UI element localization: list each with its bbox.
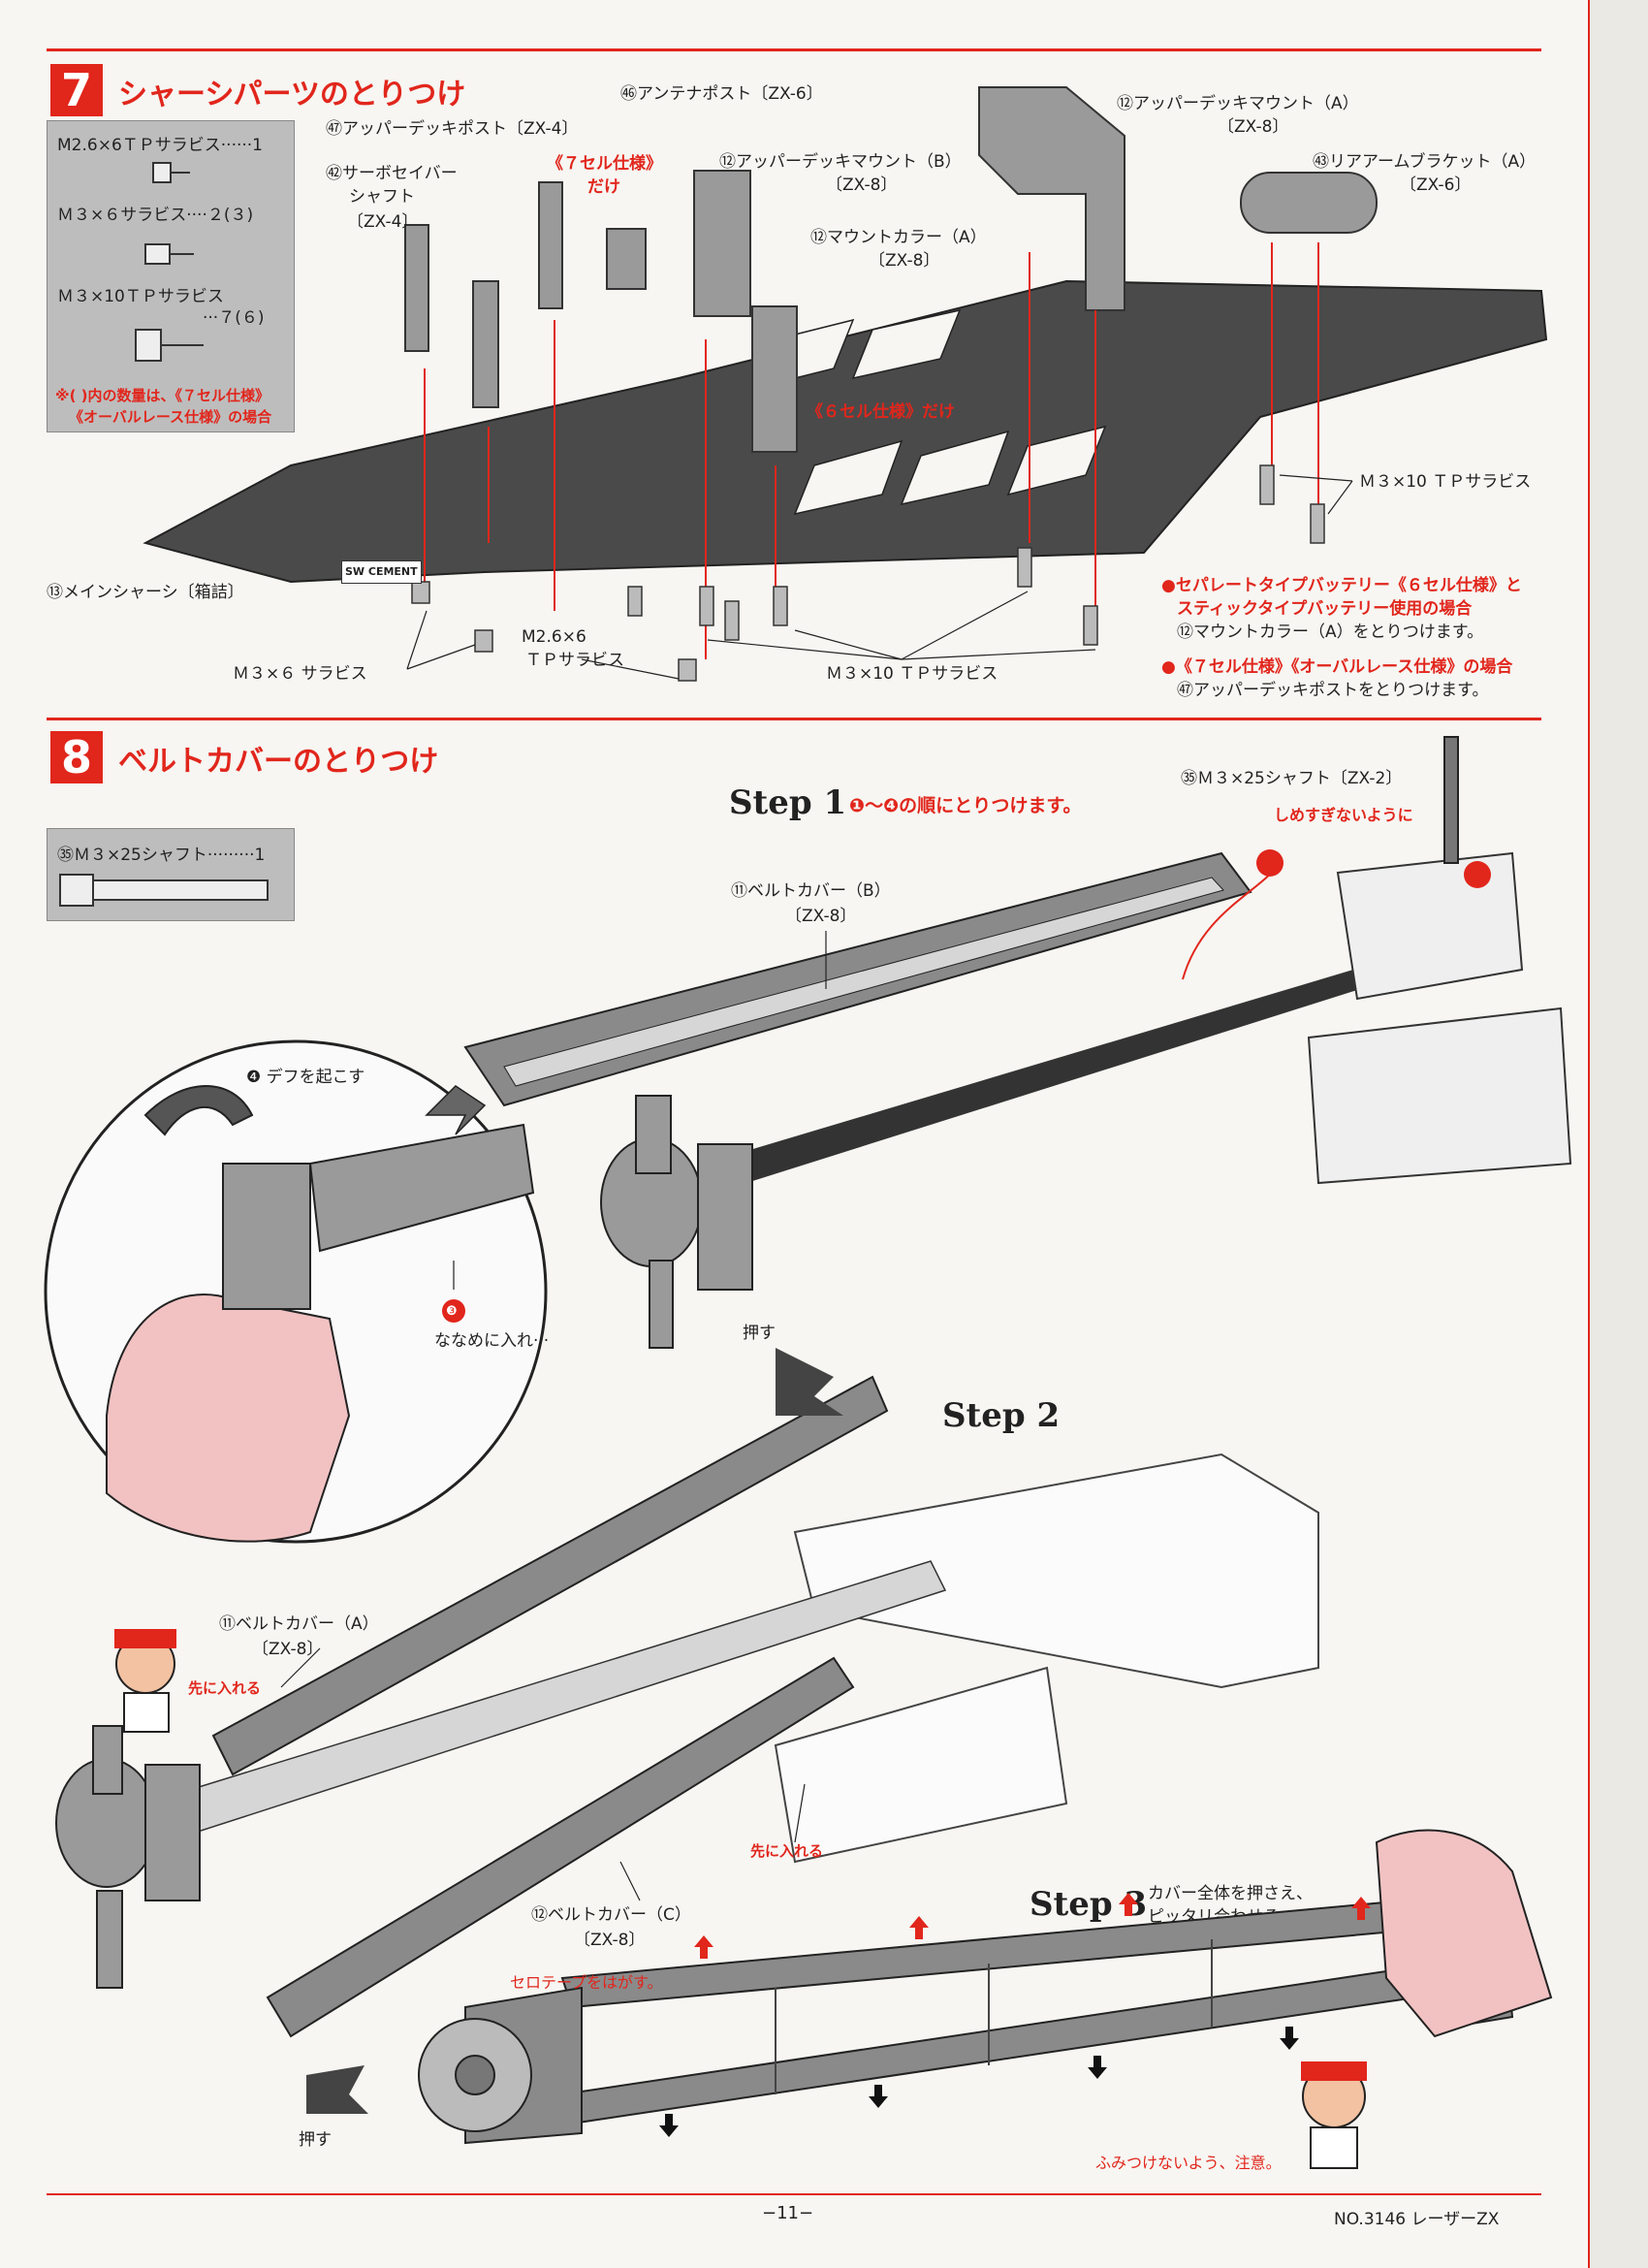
label-upper-deck-post: ㊼アッパーデッキポスト〔ZX-4〕	[326, 119, 579, 139]
label-belt-cover-b: ⑪ベルトカバー（B）	[731, 881, 891, 901]
label-six-cell: 《６セル仕様》だけ	[807, 402, 955, 422]
label-shaft-caution: しめすぎないように	[1274, 806, 1413, 824]
note-line: ⑫マウントカラー（A）をとりつけます。	[1177, 623, 1484, 642]
label-main-chassis: ⑬メインシャーシ〔箱詰〕	[47, 583, 244, 602]
model-number: NO.3146 レーザーZX	[1334, 2210, 1500, 2229]
mascot-icon	[114, 1629, 176, 1733]
label-dont-step: ふみつけないよう、注意。	[1095, 2154, 1282, 2172]
parts-item: Ｍ３×10ＴＰサラビス	[57, 287, 224, 306]
note-line: ●セパレートタイプバッテリー《６セル仕様》と	[1161, 576, 1522, 595]
label-upper-deck-mount-a: ⑫アッパーデッキマウント（A）	[1117, 94, 1359, 113]
push-arrow-icon	[306, 2065, 368, 2114]
label-diagonal: ななめに入れ···	[434, 1331, 550, 1351]
parts-item: ···７(６)	[203, 308, 265, 328]
parts-item: ㉟Ｍ３×25シャフト·········1	[57, 846, 266, 865]
step3-desc: カバー全体を押さえ、	[1148, 1884, 1313, 1903]
label-insert-first-a: 先に入れる	[188, 1679, 262, 1697]
sw-cement-tag: SW CEMENT	[341, 560, 422, 584]
hand-illustration	[106, 1294, 351, 1543]
parts-note: 《オーバルレース仕様》の場合	[69, 408, 272, 426]
section7-title: シャーシパーツのとりつけ	[118, 78, 466, 112]
label-m26x6: M2.6×6	[522, 627, 586, 647]
label-push-bottom: 押す	[299, 2130, 332, 2150]
label-belt-cover-a: ⑪ベルトカバー（A）	[219, 1614, 379, 1634]
label-push-top: 押す	[743, 1324, 776, 1343]
parts-item: Ｍ３×６サラビス····２(３)	[57, 206, 254, 225]
label-m26x6-tp: ＴＰサラビス	[525, 651, 624, 670]
note-line: ㊼アッパーデッキポストをとりつけます。	[1177, 681, 1489, 700]
label-m3x10-bottom: Ｍ３×10 ＴＰサラビス	[826, 664, 998, 684]
section7-number: 7	[50, 64, 103, 116]
label-rear-arm-bracket: ㊸リアアームブラケット（A）	[1313, 152, 1537, 172]
label-servo-saver-code: 〔ZX-4〕	[347, 212, 419, 232]
label-m3x6: Ｍ３×６ サラビス	[233, 664, 367, 684]
push-arrow-icon	[776, 1348, 843, 1416]
label-m3x10-right: Ｍ３×10 ＴＰサラビス	[1359, 472, 1532, 492]
section7-top-rule	[47, 48, 1541, 51]
label-diff-up: ❹ デフを起こす	[246, 1068, 365, 1087]
parts-note: ※( )内の数量は、《７セル仕様》	[55, 387, 270, 404]
label-step-3-number: ❸	[446, 1304, 458, 1319]
page-edge	[1588, 0, 1648, 2268]
mascot-icon	[1301, 2061, 1367, 2169]
label-upper-deck-mount-a-code: 〔ZX-8〕	[1218, 117, 1289, 137]
label-belt-cover-c: ⑫ベルトカバー（C）	[531, 1905, 691, 1925]
step2-label: Step 2	[942, 1396, 1061, 1435]
label-belt-cover-b-code: 〔ZX-8〕	[785, 907, 857, 926]
label-cello-tape: セロテープをはがす。	[510, 1973, 663, 1992]
label-seven-cell-only: だけ	[587, 177, 620, 197]
page-number: −11−	[762, 2203, 814, 2223]
section8-number: 8	[50, 731, 103, 783]
section8-top-rule	[47, 718, 1541, 720]
label-upper-deck-mount-b-code: 〔ZX-8〕	[826, 176, 898, 195]
label-seven-cell: 《７セル仕様》	[547, 154, 662, 174]
label-belt-cover-a-code: 〔ZX-8〕	[252, 1640, 324, 1659]
label-insert-first-c: 先に入れる	[750, 1842, 824, 1860]
screw-icon	[135, 162, 204, 362]
note-line: スティックタイプバッテリー使用の場合	[1177, 599, 1473, 619]
note-line: ●《７セル仕様》《オーバルレース仕様》の場合	[1161, 657, 1513, 677]
label-servo-saver-shaft: シャフト	[349, 187, 415, 207]
parts-item: M2.6×6ＴＰサラビス······1	[57, 136, 264, 155]
label-mount-collar-code: 〔ZX-8〕	[869, 251, 940, 271]
label-mount-collar: ⑫マウントカラー（A）	[810, 228, 987, 247]
label-rear-arm-bracket-code: 〔ZX-6〕	[1400, 176, 1472, 195]
footer-rule	[47, 2193, 1541, 2195]
label-belt-cover-c-code: 〔ZX-8〕	[574, 1931, 646, 1950]
step1-label: Step 1	[729, 783, 847, 822]
label-servo-saver: ㊷サーボセイバー	[326, 164, 458, 183]
section8-title: ベルトカバーのとりつけ	[118, 745, 439, 779]
label-shaft: ㉟Ｍ３×25シャフト〔ZX-2〕	[1181, 769, 1403, 788]
step1-desc: ❶～❹の順にとりつけます。	[849, 795, 1082, 816]
label-antenna-post: ㊻アンテナポスト〔ZX-6〕	[620, 84, 823, 104]
label-upper-deck-mount-b: ⑫アッパーデッキマウント（B）	[719, 152, 962, 172]
